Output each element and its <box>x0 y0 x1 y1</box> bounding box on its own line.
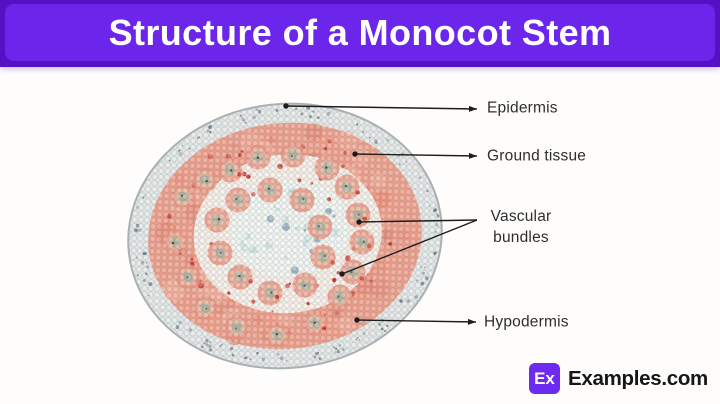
label-epidermis: Epidermis <box>487 99 558 117</box>
page-title: Structure of a Monocot Stem <box>108 11 612 53</box>
header-banner-inner: Structure of a Monocot Stem <box>5 4 715 61</box>
examples-logo-badge: Ex <box>529 363 560 394</box>
examples-logo: Ex Examples.com <box>529 363 708 394</box>
examples-logo-text: Examples.com <box>568 366 708 390</box>
label-vascular-bundles: Vascular bundles <box>490 208 552 246</box>
label-hypodermis: Hypodermis <box>484 313 569 331</box>
label-ground-tissue: Ground tissue <box>487 147 587 165</box>
header-banner: Structure of a Monocot Stem <box>0 0 720 67</box>
annotation-lines <box>283 103 478 325</box>
